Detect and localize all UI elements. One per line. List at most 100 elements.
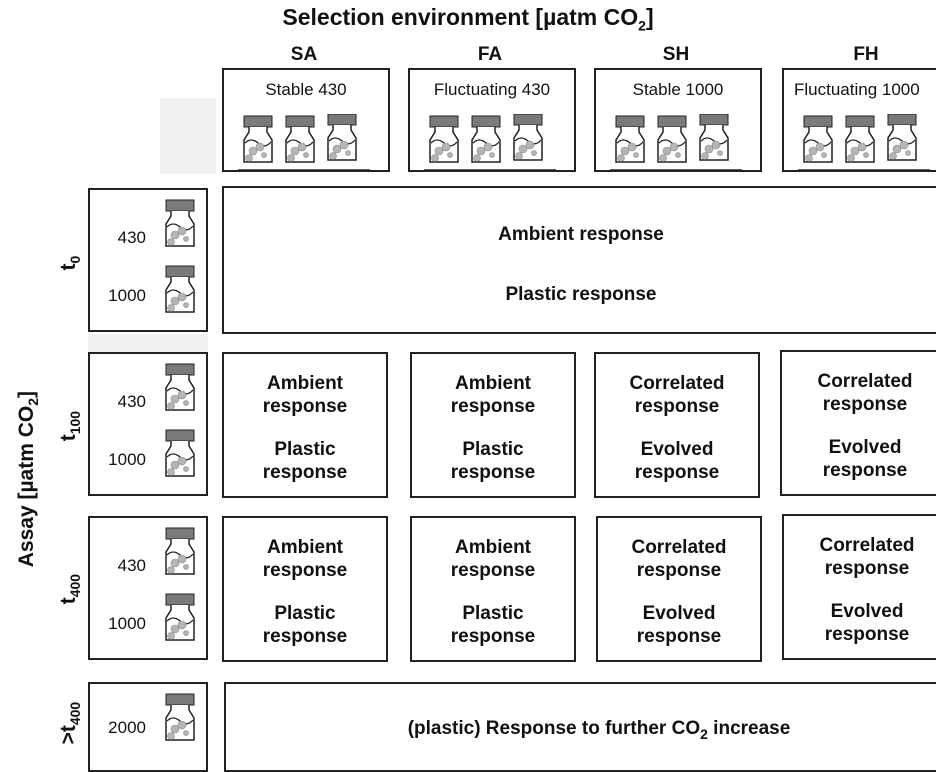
bottle-icon — [615, 115, 645, 163]
t0-response-box: Ambient response Plastic response — [222, 186, 936, 334]
cell-line: response — [262, 462, 348, 483]
env-label: Stable 430 — [265, 80, 347, 99]
cell-line: response — [450, 626, 536, 647]
cell-line: response — [262, 626, 348, 647]
cell-line: response — [450, 462, 536, 483]
bottle-icon — [165, 527, 195, 575]
cell-line: Ambient — [455, 373, 531, 394]
bottle-icon — [699, 114, 729, 161]
cell-line: response — [824, 558, 910, 579]
cell-line: response — [634, 396, 720, 417]
bottle-icon — [165, 199, 195, 247]
cell-line: Ambient — [455, 537, 531, 558]
cell-line: Evolved — [828, 437, 902, 458]
env-label: Stable 1000 — [632, 80, 724, 99]
env-label: Fluctuating 1000 — [794, 80, 920, 99]
env-box-fa: Fluctuating 430 — [408, 68, 576, 172]
column-code-sh: SH — [662, 44, 690, 65]
cell-line: response — [450, 560, 536, 581]
t100-cell-fh: Correlated response Evolved response — [780, 350, 936, 496]
env-label: Fluctuating 430 — [433, 80, 551, 99]
t100-cell-sa: Ambient response Plastic response — [222, 352, 388, 498]
final-response-box: (plastic) Response to further CO2 increa… — [224, 682, 936, 772]
cell-line: Plastic — [274, 439, 336, 460]
t400-cell-fh: Correlated response Evolved response — [782, 514, 936, 660]
assay-value: 430 — [117, 228, 146, 247]
cell-line: Evolved — [640, 439, 714, 460]
bottle-single — [165, 693, 195, 741]
cell-line: response — [822, 394, 908, 415]
t100-cell-fa: Ambient response Plastic response — [410, 352, 576, 498]
cell-line: Evolved — [830, 601, 904, 622]
env-box-sa: Stable 430 — [222, 68, 390, 172]
cell-line: response — [262, 396, 348, 417]
bottle-pair — [165, 363, 195, 477]
assay-value: 1000 — [108, 614, 146, 633]
bottle-icon — [165, 693, 195, 741]
t400-cell-sa: Ambient response Plastic response — [222, 516, 388, 662]
diagram-title: Selection environment [µatm CO2] — [282, 4, 654, 34]
assay-value: 430 — [117, 392, 146, 411]
bottle-pair — [165, 199, 195, 313]
bottle-icon — [165, 265, 195, 313]
assay-box-t0: 430 1000 — [88, 188, 208, 332]
assay-value: 2000 — [108, 718, 146, 737]
bottle-group — [610, 114, 742, 171]
bottle-icon — [887, 114, 917, 161]
bottle-icon — [429, 115, 459, 163]
bottle-icon — [803, 115, 833, 163]
cell-line: response — [450, 396, 536, 417]
assay-value: 1000 — [108, 286, 146, 305]
row-label-t100: t100 — [56, 410, 84, 442]
t400-cell-fa: Ambient response Plastic response — [410, 516, 576, 662]
assay-box-beyond: 2000 — [88, 682, 208, 772]
cell-line: response — [262, 560, 348, 581]
env-box-sh: Stable 1000 — [594, 68, 762, 172]
assay-box-t400: 430 1000 — [88, 516, 208, 660]
cell-line: response — [824, 624, 910, 645]
bottle-group — [424, 114, 556, 171]
row-label-t400: t400 — [56, 573, 84, 605]
cell-line: Plastic — [274, 603, 336, 624]
bottle-icon — [165, 363, 195, 411]
bottle-group — [238, 114, 370, 171]
t400-cell-sh: Correlated response Evolved response — [596, 516, 762, 662]
column-code-fa: FA — [477, 44, 503, 65]
cell-line: response — [636, 626, 722, 647]
cell-line: Correlated — [629, 373, 725, 394]
bottle-icon — [845, 115, 875, 163]
column-code-fh: FH — [853, 44, 879, 65]
bottle-icon — [165, 593, 195, 641]
ambient-response-text: Ambient response — [498, 224, 664, 245]
cell-line: response — [634, 462, 720, 483]
bottle-icon — [471, 115, 501, 163]
cell-line: response — [636, 560, 722, 581]
bottle-icon — [513, 114, 543, 161]
cell-line: Correlated — [631, 537, 727, 558]
cell-line: Correlated — [819, 535, 915, 556]
bottle-icon — [285, 115, 315, 163]
row-label-beyond-t400: >t400 — [56, 701, 84, 745]
bottle-icon — [165, 429, 195, 477]
bottle-icon — [327, 114, 357, 161]
column-code-sa: SA — [290, 44, 318, 65]
cell-line: Ambient — [267, 373, 343, 394]
cell-line: Correlated — [817, 371, 913, 392]
bottle-icon — [243, 115, 273, 163]
cell-line: Evolved — [642, 603, 716, 624]
plastic-response-text: Plastic response — [505, 284, 657, 305]
bottle-pair — [165, 527, 195, 641]
y-axis-label: Assay [µatm CO2] — [14, 390, 42, 568]
header-shade — [160, 98, 216, 174]
assay-value: 1000 — [108, 450, 146, 469]
row-label-t0: t0 — [56, 255, 84, 271]
cell-line: response — [822, 460, 908, 481]
bottle-icon — [657, 115, 687, 163]
cell-line: Ambient — [267, 537, 343, 558]
env-box-fh: Fluctuating 1000 — [782, 68, 936, 172]
further-increase-text: (plastic) Response to further CO2 increa… — [407, 718, 791, 742]
assay-box-t100: 430 1000 — [88, 352, 208, 496]
bottle-group — [798, 114, 930, 171]
t100-cell-sh: Correlated response Evolved response — [594, 352, 760, 498]
assay-value: 430 — [117, 556, 146, 575]
